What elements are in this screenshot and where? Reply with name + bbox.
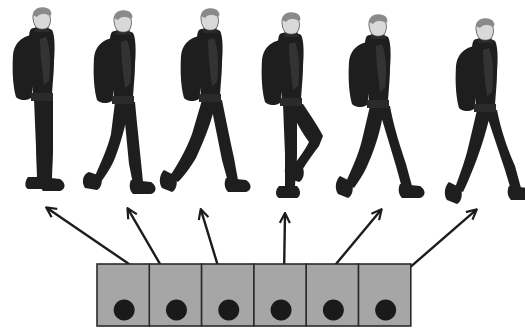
belt: [280, 98, 302, 106]
backpack: [349, 42, 368, 107]
walker-figure: [336, 14, 425, 198]
leg: [210, 100, 238, 182]
shoe: [130, 180, 156, 194]
belt: [367, 100, 389, 108]
shoe: [276, 186, 300, 198]
belt: [474, 104, 496, 112]
walker-figure: [13, 7, 65, 191]
cell: [202, 264, 254, 326]
backpack: [456, 46, 475, 111]
leg: [123, 102, 143, 184]
cell: [359, 264, 411, 326]
walker-figure: [445, 18, 525, 204]
backpack: [94, 38, 113, 103]
walker-figure: [262, 12, 323, 198]
leg: [378, 106, 412, 188]
walkers-row: [13, 7, 525, 204]
cell-dot: [218, 300, 239, 321]
cell-dot: [114, 300, 135, 321]
backpack: [13, 35, 32, 100]
cell: [254, 264, 306, 326]
leg: [455, 110, 491, 192]
shoe: [225, 178, 251, 192]
walker-figure: [83, 10, 156, 194]
shoe: [41, 177, 65, 191]
leg: [95, 102, 129, 182]
leg: [346, 106, 384, 188]
cell-dot: [375, 300, 396, 321]
cell-strip: [97, 264, 411, 326]
cell-dot: [323, 300, 344, 321]
walker-figure: [160, 8, 251, 192]
cell-dot: [166, 300, 187, 321]
leg: [485, 110, 521, 190]
belt: [31, 93, 53, 101]
cell-dot: [271, 300, 292, 321]
belt: [199, 94, 221, 102]
leg: [170, 100, 216, 182]
cell: [149, 264, 201, 326]
shoe: [399, 184, 425, 198]
backpack: [262, 40, 281, 105]
cell: [306, 264, 358, 326]
backpack: [181, 36, 200, 101]
leg: [42, 99, 53, 181]
cell: [97, 264, 149, 326]
belt: [112, 96, 134, 104]
shoe: [508, 186, 525, 200]
